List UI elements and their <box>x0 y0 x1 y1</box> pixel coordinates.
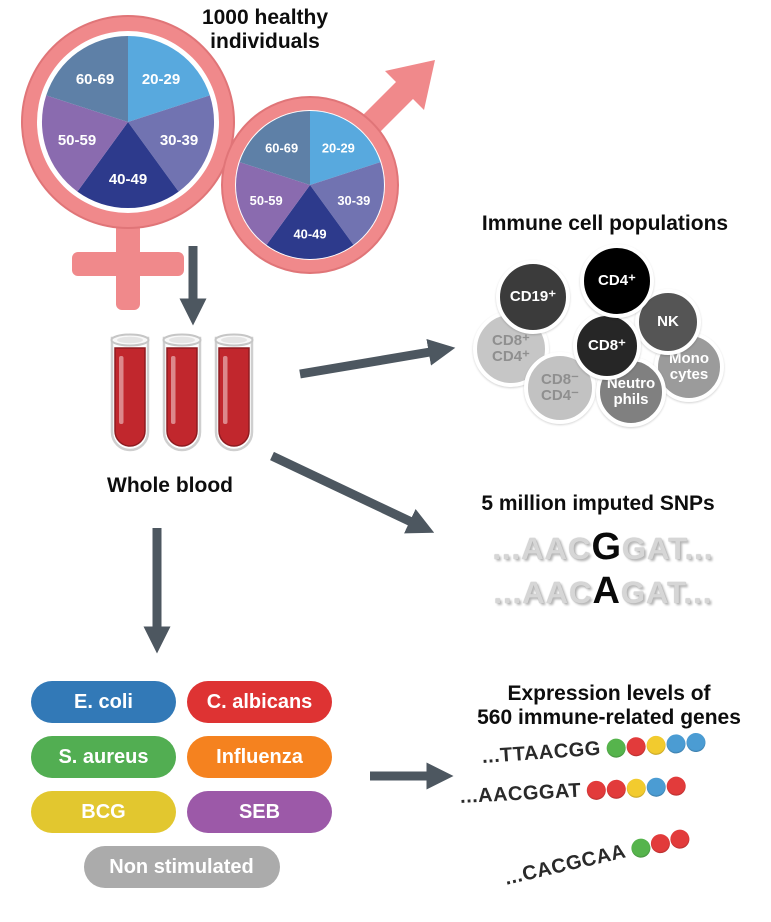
pie-slice-40-49 <box>266 185 354 260</box>
pie-label-60-69: 60-69 <box>265 140 298 155</box>
immune-cell-cluster: CD8⁺ CD4⁺ CD8⁻ CD4⁻ Mono cytes NK CD19⁺ … <box>468 238 768 443</box>
pie-label-20-29: 20-29 <box>322 140 355 155</box>
snp-seq-pre: ...AAC <box>492 531 592 566</box>
expression-dot <box>665 733 687 755</box>
expression-sequence: ...TTAACGG <box>481 737 602 768</box>
pie-label-20-29: 20-29 <box>142 71 180 88</box>
snps-title: 5 million imputed SNPs <box>481 492 715 515</box>
expression-sequence: ...AACGGAT <box>459 779 582 808</box>
expression-dot <box>606 737 627 759</box>
arrow-blood-to-snps <box>270 451 435 534</box>
snp-sequence-line: ...AACAGAT... <box>448 570 758 614</box>
expression-title: Expression levels of 560 immune-related … <box>477 682 741 729</box>
pie-label-60-69: 60-69 <box>76 71 114 88</box>
pie-label-30-39: 30-39 <box>337 193 370 208</box>
pie-slice-20-29 <box>128 36 210 122</box>
snp-sequence-line: ...AACGGAT... <box>448 526 758 570</box>
cell-circle-cd4: CD4⁺ <box>580 244 654 318</box>
expression-dot <box>666 776 687 797</box>
expression-dot <box>606 779 627 800</box>
female-cross-horizontal <box>72 252 184 276</box>
stimulation-pill-bcg: BCG <box>31 791 176 833</box>
pie-label-40-49: 40-49 <box>109 171 147 188</box>
pie-label-40-49: 40-49 <box>294 226 327 241</box>
blood-tube <box>110 333 150 452</box>
expression-dot <box>626 736 647 757</box>
cell-circle-cd8: CD8⁺ <box>573 312 641 380</box>
pie-label-50-59: 50-59 <box>250 193 283 208</box>
arrow-blood-to-cells <box>299 338 456 379</box>
stimulation-list: E. coli C. albicans S. aureus Influenza … <box>31 681 332 888</box>
blood-tube <box>214 333 254 452</box>
female-symbol: 20-29 30-39 40-49 50-59 60-69 <box>21 15 235 310</box>
expression-dot <box>626 778 647 799</box>
blood-tubes <box>110 333 254 452</box>
expression-dot <box>685 732 707 753</box>
snp-sequences: ...AACGGAT... ...AACAGAT... <box>448 526 758 614</box>
stimulation-pill-nonstimulated: Non stimulated <box>83 846 280 888</box>
expression-dot <box>646 777 667 798</box>
snp-seq-post: GAT... <box>622 531 714 566</box>
snp-seq-post: GAT... <box>620 575 713 610</box>
male-age-pie: 20-29 30-39 40-49 50-59 60-69 <box>236 111 384 260</box>
whole-blood-label: Whole blood <box>107 474 233 497</box>
pie-slice-40-49 <box>77 122 179 209</box>
male-symbol: 20-29 30-39 40-49 50-59 60-69 <box>221 60 435 274</box>
stimulation-pill-seb: SEB <box>187 791 332 833</box>
blood-tube <box>162 333 202 452</box>
male-arrow-shaft <box>358 79 416 137</box>
expression-dot <box>645 735 667 756</box>
female-age-pie: 20-29 30-39 40-49 50-59 60-69 <box>41 35 215 209</box>
stimulation-pill-calbicans: C. albicans <box>187 681 332 723</box>
pie-slice-50-59 <box>41 95 128 192</box>
expression-row: ...CACGCAA <box>502 826 692 891</box>
male-arrow-head <box>385 60 435 110</box>
stimulation-pill-saureus: S. aureus <box>31 736 176 778</box>
cell-circle-cd19: CD19⁺ <box>496 260 570 334</box>
stimulation-pill-influenza: Influenza <box>187 736 332 778</box>
pie-slice-60-69 <box>46 35 128 122</box>
expression-sequence: ...CACGCAA <box>502 840 629 890</box>
cell-circle-cd8neg-cd4neg: CD8⁻ CD4⁻ <box>524 352 596 424</box>
population-title: 1000 healthy individuals <box>201 6 329 53</box>
snp-variant-letter: A <box>592 570 621 612</box>
expression-row: ...TTAACGG <box>481 730 707 769</box>
pie-label-50-59: 50-59 <box>58 132 96 149</box>
pie-slice-30-39 <box>310 162 384 245</box>
pie-slice-60-69 <box>239 111 310 185</box>
expression-dot <box>629 836 653 860</box>
expression-row: ...AACGGAT <box>459 774 687 809</box>
snp-variant-letter: G <box>591 526 622 568</box>
expression-dot <box>648 832 672 856</box>
pie-slice-50-59 <box>236 162 310 245</box>
expression-dot <box>668 827 692 851</box>
pie-slice-20-29 <box>310 111 381 185</box>
pie-slice-30-39 <box>128 95 215 192</box>
pie-label-30-39: 30-39 <box>160 132 198 149</box>
immune-cells-title: Immune cell populations <box>481 212 729 235</box>
stimulation-pill-ecoli: E. coli <box>31 681 176 723</box>
expression-dot <box>586 780 607 801</box>
snp-seq-pre: ...AAC <box>493 575 593 610</box>
